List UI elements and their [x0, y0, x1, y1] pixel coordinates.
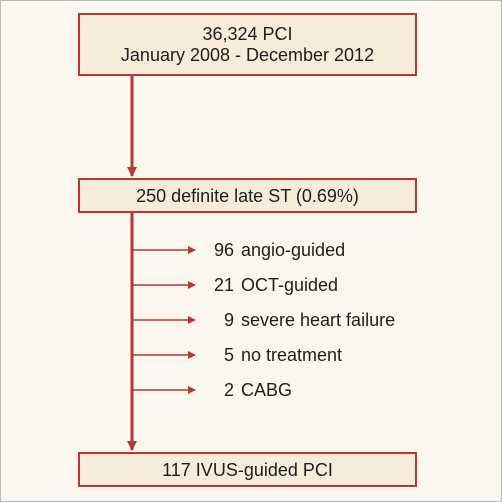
exclusion-label: no treatment — [241, 344, 343, 365]
ivus-guided-count: 117 IVUS-guided PCI — [162, 460, 333, 480]
box-ivus-guided: 117 IVUS-guided PCI — [78, 452, 417, 487]
all-pci-count: 36,324 PCI — [202, 24, 293, 44]
exclusion-count: 2 — [223, 379, 234, 400]
exclusion-count: 5 — [223, 344, 234, 365]
box-all-pci: 36,324 PCI January 2008 - December 2012 — [78, 13, 417, 76]
exclusion-item-angio: 96 angio-guided — [197, 238, 345, 262]
box-late-st: 250 definite late ST (0.69%) — [78, 178, 417, 213]
exclusion-item-oct: 21 OCT-guided — [197, 273, 338, 297]
exclusion-count: 9 — [223, 309, 234, 330]
exclusion-item-heart-failure: 9 severe heart failure — [197, 308, 395, 332]
exclusion-count: 96 — [213, 239, 234, 260]
exclusion-item-cabg: 2 CABG — [197, 378, 292, 402]
study-period: January 2008 - December 2012 — [120, 45, 375, 65]
exclusion-label: OCT-guided — [241, 274, 339, 295]
late-st-count: 250 definite late ST (0.69%) — [136, 186, 359, 206]
exclusion-item-no-treatment: 5 no treatment — [197, 343, 342, 367]
exclusion-label: angio-guided — [241, 239, 346, 260]
exclusion-label: severe heart failure — [241, 309, 396, 330]
exclusion-count: 21 — [213, 274, 234, 295]
exclusion-label: CABG — [241, 379, 293, 400]
